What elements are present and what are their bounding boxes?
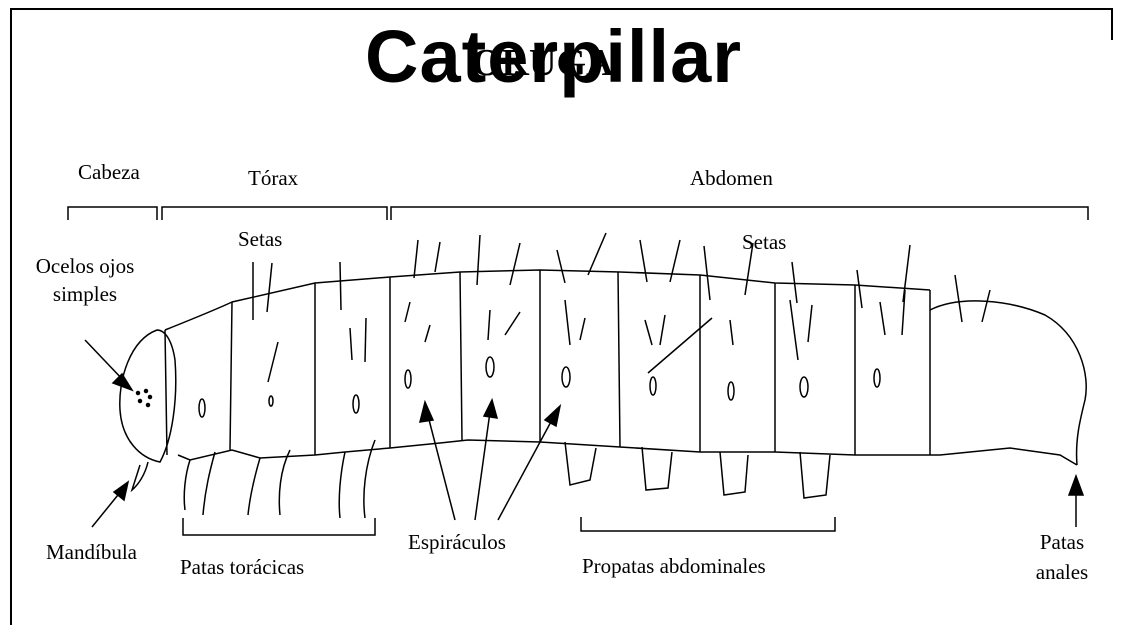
ocelli-label: Ocelos ojos simples <box>20 254 150 306</box>
mandible-label: Mandíbula <box>46 540 137 564</box>
anal-prolegs-label: Patas anales <box>1022 530 1102 584</box>
setae-label-thorax: Setas <box>238 227 282 251</box>
spiracles-label: Espiráculos <box>408 530 506 554</box>
ocelli-label-line2: simples <box>20 282 150 306</box>
region-label-head: Cabeza <box>78 160 140 184</box>
region-label-abdomen: Abdomen <box>690 166 773 190</box>
ocelli-label-line1: Ocelos ojos <box>20 254 150 278</box>
thoracic-legs-label: Patas torácicas <box>180 555 304 579</box>
caterpillar-body <box>120 233 1086 518</box>
leg-brackets <box>183 517 835 535</box>
region-brackets <box>68 207 1088 220</box>
setae-label-abdomen: Setas <box>742 230 786 254</box>
label-arrows <box>85 340 1083 527</box>
anal-prolegs-label-line2: anales <box>1022 560 1102 584</box>
abdominal-prolegs-label: Propatas abdominales <box>582 554 766 578</box>
anal-prolegs-label-line1: Patas <box>1022 530 1102 554</box>
region-label-thorax: Tórax <box>248 166 298 190</box>
